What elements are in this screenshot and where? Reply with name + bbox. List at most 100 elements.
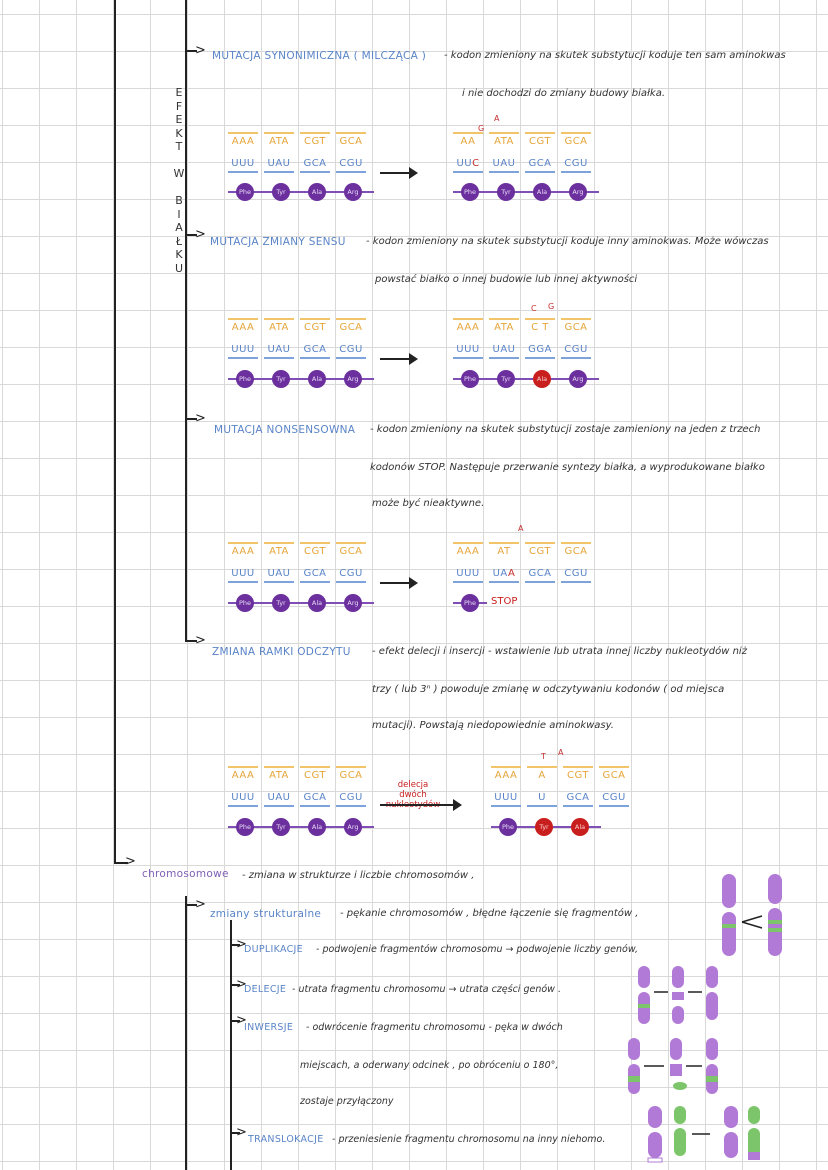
arrow-icon: >	[236, 937, 247, 952]
amino-acid-bead: Tyr	[272, 818, 290, 836]
rna-codon: U	[527, 792, 557, 807]
dna-codon: GCA	[336, 132, 366, 147]
amino-acid-bead: Phe	[236, 594, 254, 612]
amino-acid-bead: Ala	[533, 183, 551, 201]
dna-codon: AAA	[228, 132, 258, 147]
vertical-letter: A	[175, 221, 183, 234]
branch-nonsense	[185, 418, 197, 420]
dna-codon: GCA	[336, 542, 366, 557]
vertical-letter: K	[175, 248, 183, 261]
rna-codon: GCA	[300, 792, 330, 807]
rna-codon: UUU	[491, 792, 521, 807]
synonymous-desc-2: i nie dochodzi do zmiany budowy białka.	[462, 88, 666, 99]
stop-label: STOP	[491, 596, 518, 607]
vertical-letter: U	[174, 261, 184, 275]
rna-codon: GCA	[525, 568, 555, 583]
inversion-desc-3: zostaje przyłączony	[300, 1096, 394, 1107]
rna-codon: UAU	[264, 158, 294, 173]
dna-codon: AAA	[491, 766, 521, 781]
dna-codon: ATA	[264, 766, 294, 781]
amino-acid-bead: Arg	[344, 594, 362, 612]
arrow-icon: >	[236, 1013, 247, 1028]
rna-codon: UAA	[489, 568, 519, 583]
peptide-bond-line	[453, 191, 599, 193]
dna-codon: GCA	[561, 542, 591, 557]
vertical-letter: Ł	[175, 234, 183, 248]
mutated-base: A	[508, 568, 516, 579]
inversion-chromosome-diagram	[628, 1038, 718, 1094]
rna-codon: CGU	[561, 344, 591, 359]
mis-mark-g: G	[548, 302, 555, 311]
arrow-icon: >	[195, 897, 206, 912]
amino-acid-bead: Arg	[569, 183, 587, 201]
syn-mark-a: A	[494, 114, 500, 123]
rna-codon: UUU	[228, 568, 258, 583]
dna-codon: GCA	[561, 132, 591, 147]
amino-acid-bead: Arg	[569, 370, 587, 388]
frameshift-desc-1: - efekt delecji i insercji - wstawienie …	[372, 646, 747, 657]
vertical-letter: B	[175, 194, 183, 207]
deletion-note-line-1: delecja	[397, 780, 429, 790]
amino-acid-bead: Phe	[236, 183, 254, 201]
missense-title: MUTACJA ZMIANY SENSU	[210, 236, 346, 248]
dna-codon: AAA	[453, 318, 483, 333]
branch-structural	[185, 904, 197, 906]
arrow-icon: >	[195, 43, 206, 58]
rna-codon: UUU	[453, 344, 483, 359]
dna-codon: AA	[453, 132, 483, 147]
dna-codon: GCA	[599, 766, 629, 781]
branch-missense	[185, 234, 197, 236]
nonsense-desc-1: - kodon zmieniony na skutek substytucji …	[370, 424, 761, 435]
dna-codon: CGT	[563, 766, 593, 781]
structural-title: zmiany strukturalne	[210, 908, 322, 920]
deletion-chromosome-diagram	[638, 966, 718, 1024]
duplication-chromosome-diagram	[722, 874, 782, 956]
frameshift-desc-3: mutacji). Powstają niedopowiednie aminok…	[372, 720, 614, 731]
branch-duplication	[230, 944, 240, 946]
vertical-letter	[172, 154, 186, 168]
chromo-tree-line	[185, 896, 187, 1170]
missense-desc-2: powstać białko o innej budowie lub innej…	[375, 274, 638, 285]
rna-codon: UAU	[264, 792, 294, 807]
chromosomal-title: chromosomowe	[142, 868, 229, 880]
amino-acid-bead: Phe	[461, 594, 479, 612]
inversion-desc-1: - odwrócenie fragmentu chromosomu - pęka…	[306, 1022, 563, 1033]
fs-mark-t: T	[541, 752, 546, 761]
structural-tree-line	[230, 920, 232, 1170]
branch-deletion	[230, 984, 240, 986]
vertical-letter: T	[175, 140, 183, 153]
effect-tree-line	[185, 0, 187, 640]
rna-codon: CGU	[599, 792, 629, 807]
rna-codon: CGU	[561, 568, 591, 583]
dna-codon: GCA	[336, 766, 366, 781]
translocation-desc: - przeniesienie fragmentu chromosomu na …	[332, 1134, 606, 1145]
dna-codon: CGT	[300, 318, 330, 333]
amino-acid-bead: Phe	[461, 370, 479, 388]
synonymous-title: MUTACJA SYNONIMICZNA ( MILCZĄCA )	[212, 50, 427, 62]
arrow-icon: >	[236, 1125, 247, 1140]
dna-codon: ATA	[489, 318, 519, 333]
dna-codon: AT	[489, 542, 519, 557]
arrow-icon: >	[195, 227, 206, 242]
translocation-chromosome-diagram	[647, 1106, 760, 1163]
amino-acid-bead: Ala	[533, 370, 551, 388]
frameshift-desc-2: trzy ( lub 3ⁿ ) powoduje zmianę w odczyt…	[372, 684, 725, 695]
nonsense-desc-2: kodonów STOP. Następuje przerwanie synte…	[370, 462, 765, 473]
transform-arrow-icon	[380, 799, 462, 811]
dna-codon: ATA	[264, 132, 294, 147]
inversion-desc-2: miejscach, a oderwany odcinek , po obróc…	[300, 1060, 559, 1071]
dna-codon: AAA	[228, 318, 258, 333]
rna-codon: UUU	[228, 792, 258, 807]
rna-codon: UAU	[264, 568, 294, 583]
structural-desc: - pękanie chromosomów , błędne łączenie …	[340, 908, 639, 919]
